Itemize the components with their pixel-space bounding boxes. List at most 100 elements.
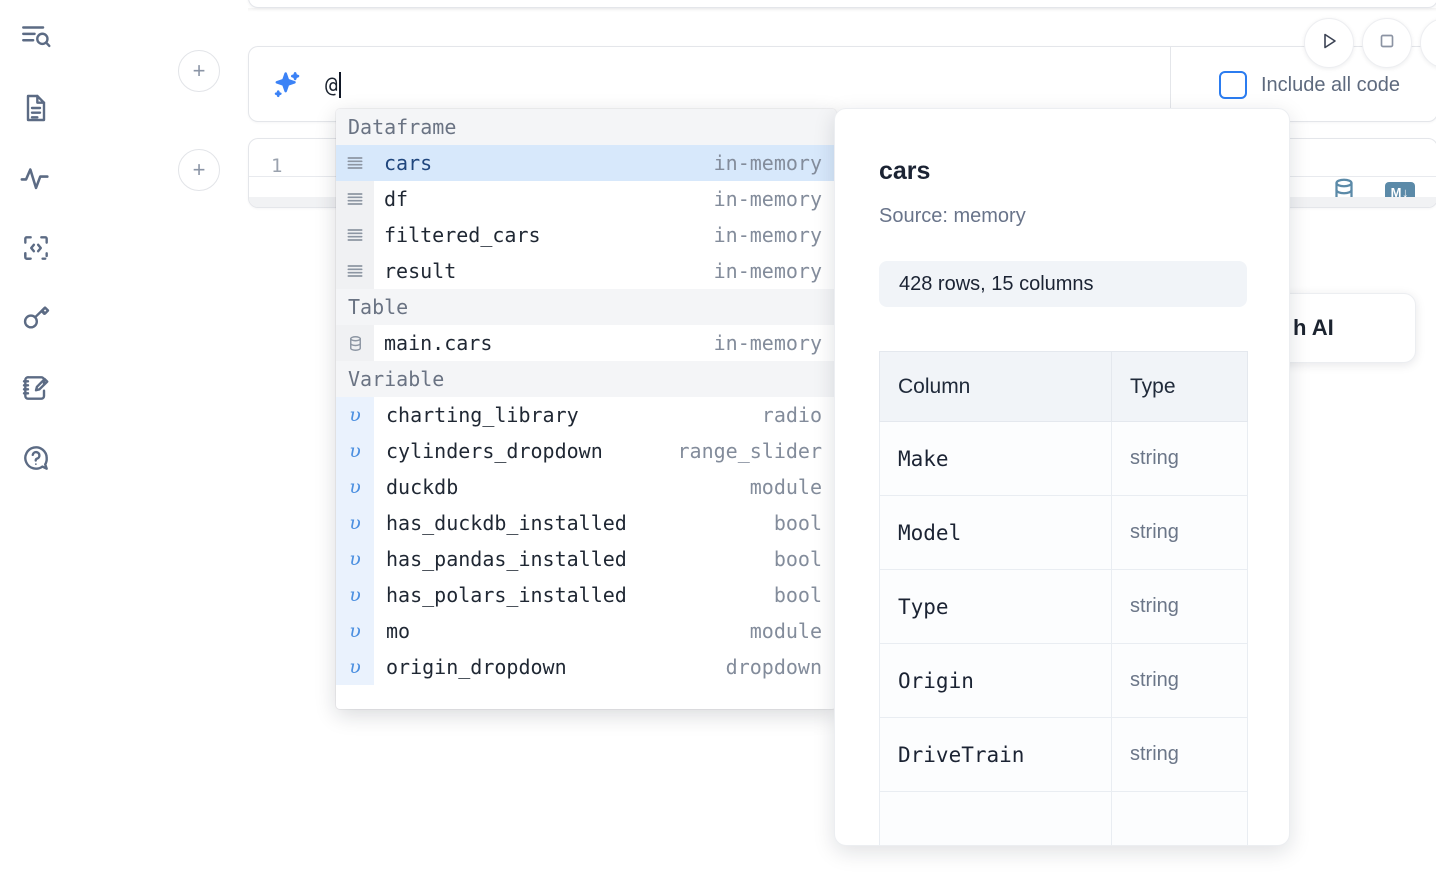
variable-icon: υ — [349, 476, 361, 498]
doc-table-header-cell: Type — [1111, 351, 1248, 422]
autocomplete-item-name: cylinders_dropdown — [386, 439, 603, 463]
variable-icon: υ — [349, 584, 361, 606]
sidebar-item-secrets[interactable] — [14, 296, 58, 340]
plus-icon: + — [192, 58, 206, 83]
autocomplete-item-name: has_duckdb_installed — [386, 511, 627, 535]
include-all-code-label[interactable]: Include all code — [1261, 73, 1400, 96]
more-button[interactable] — [1420, 18, 1436, 68]
doc-column-type: string — [1111, 717, 1248, 792]
doc-shape-badge: 428 rows, 15 columns — [879, 261, 1247, 307]
code-snippet-icon — [20, 232, 52, 264]
autocomplete-section-header: Dataframe — [336, 109, 836, 145]
autocomplete-item[interactable]: υ charting_library radio — [336, 397, 836, 433]
variable-icon: υ — [349, 620, 361, 642]
file-text-icon — [20, 92, 52, 124]
add-cell-button-top[interactable]: + — [178, 50, 220, 92]
ai-options: Include all code — [1171, 47, 1436, 123]
add-cell-button-bottom[interactable]: + — [178, 149, 220, 191]
activity-icon — [19, 161, 53, 195]
dataframe-icon — [336, 189, 374, 209]
doc-table-header-cell: Column — [879, 351, 1112, 422]
autocomplete-item-type: dropdown — [725, 655, 822, 679]
autocomplete-item-type: range_slider — [677, 439, 823, 463]
doc-title: cars — [879, 157, 931, 185]
sidebar-item-scratchpad[interactable] — [14, 366, 58, 410]
autocomplete-item-type: bool — [773, 511, 822, 535]
ai-prompt-value: @ — [325, 73, 338, 97]
stop-button[interactable] — [1362, 18, 1412, 68]
run-button[interactable] — [1304, 18, 1354, 68]
autocomplete-item[interactable]: υ cylinders_dropdown range_slider — [336, 433, 836, 469]
sidebar-item-activity[interactable] — [14, 156, 58, 200]
autocomplete-item-name: has_pandas_installed — [386, 547, 627, 571]
variable-icon: υ — [349, 440, 361, 462]
previous-cell-edge — [248, 0, 1436, 8]
autocomplete-item[interactable]: filtered_cars in-memory — [336, 217, 836, 253]
sidebar-item-help[interactable] — [14, 436, 58, 480]
left-sidebar — [0, 0, 72, 874]
autocomplete-item-type: module — [749, 475, 822, 499]
doc-column-name — [879, 791, 1112, 845]
sidebar-item-explore[interactable] — [14, 14, 58, 58]
database-icon — [336, 334, 374, 353]
autocomplete-item-name: duckdb — [386, 475, 459, 499]
autocomplete-item-name: has_polars_installed — [386, 583, 627, 607]
include-all-code-checkbox[interactable] — [1219, 71, 1247, 99]
autocomplete-section-header: Variable — [336, 361, 836, 397]
sparkle-ai-icon — [271, 69, 303, 101]
doc-column-name: Origin — [879, 643, 1112, 718]
ai-prompt-input-region[interactable]: @ — [249, 47, 1171, 123]
autocomplete-item-type: module — [749, 619, 822, 643]
variable-icon: υ — [349, 404, 361, 426]
explore-search-icon — [19, 19, 53, 53]
autocomplete-item-name: filtered_cars — [384, 223, 541, 247]
autocomplete-item-name: main.cars — [384, 331, 493, 355]
autocomplete-item-type: bool — [773, 547, 822, 571]
doc-column-type: string — [1111, 569, 1248, 644]
sidebar-item-file[interactable] — [14, 86, 58, 130]
documentation-panel: cars Source: memory 428 rows, 15 columns… — [834, 108, 1290, 846]
doc-column-name: DriveTrain — [879, 717, 1112, 792]
ai-prompt-text[interactable]: @ — [325, 72, 341, 98]
stop-square-icon — [1376, 30, 1398, 57]
autocomplete-gutter — [336, 397, 374, 685]
doc-column-type: string — [1111, 643, 1248, 718]
text-caret — [338, 72, 341, 98]
autocomplete-item-type: in-memory — [713, 187, 822, 211]
autocomplete-item-type: radio — [761, 403, 822, 427]
play-icon — [1317, 29, 1341, 58]
doc-column-name: Type — [879, 569, 1112, 644]
autocomplete-item-name: origin_dropdown — [386, 655, 567, 679]
autocomplete-gutter — [336, 325, 374, 361]
autocomplete-item[interactable]: υ duckdb module — [336, 469, 836, 505]
autocomplete-item-name: charting_library — [386, 403, 579, 427]
autocomplete-item-name: cars — [384, 151, 433, 175]
run-controls — [1304, 18, 1436, 68]
doc-column-type — [1111, 791, 1248, 845]
doc-column-name: Model — [879, 495, 1112, 570]
sidebar-item-snippets[interactable] — [14, 226, 58, 270]
doc-table-row-partial — [879, 791, 1248, 845]
autocomplete-item-type: in-memory — [713, 223, 822, 247]
dataframe-icon — [336, 153, 374, 173]
dataframe-icon — [336, 261, 374, 281]
